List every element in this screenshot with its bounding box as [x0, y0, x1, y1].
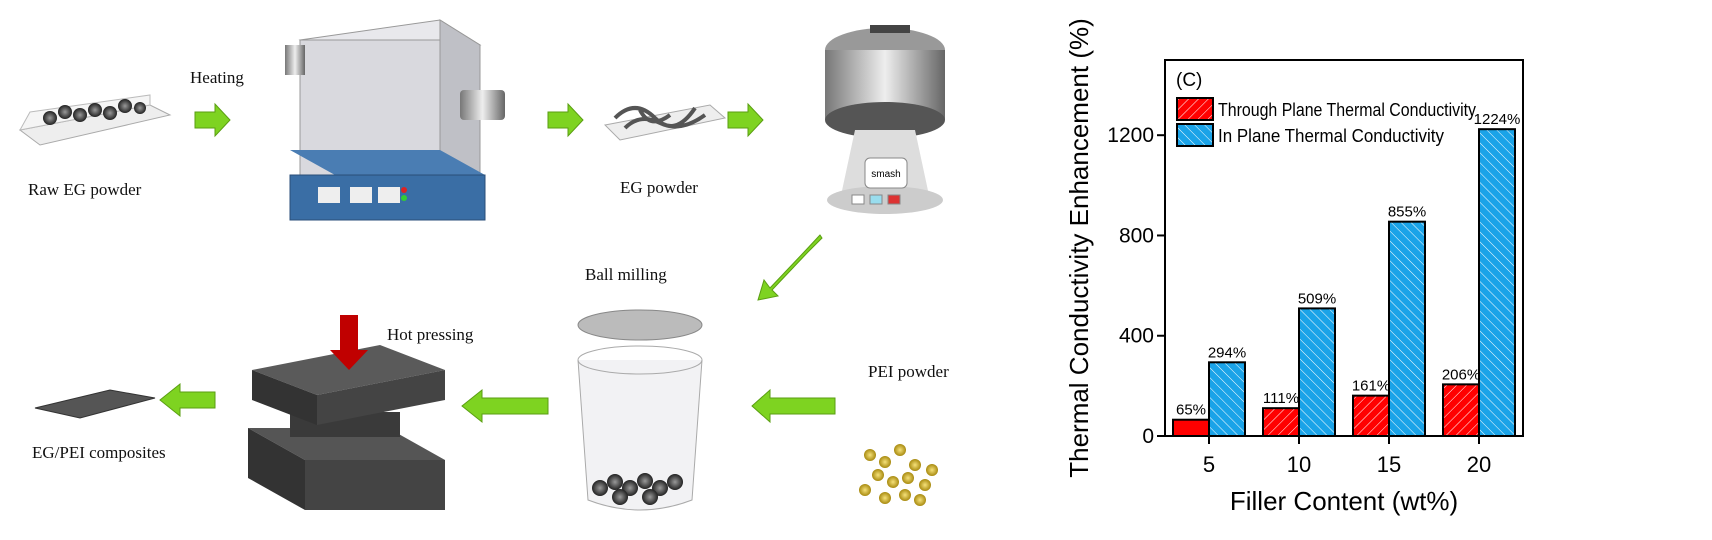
arrow-icon [751, 388, 836, 424]
data-label: 509% [1298, 290, 1336, 307]
raw-eg-tray-icon [18, 94, 172, 146]
bar-through-plane [1352, 394, 1390, 438]
bar-in-plane [1208, 361, 1246, 437]
pei-powder-icon [859, 444, 938, 506]
bar-chart: 0 400 800 1200 5 10 15 20 65% 111% 161% 206% 294% 509… [1064, 18, 1524, 516]
data-label: 161% [1352, 378, 1390, 395]
y-tick-label: 1200 [1107, 124, 1154, 147]
hot-press-icon [248, 315, 445, 510]
plot-frame [1164, 59, 1524, 437]
arrow-icon [547, 102, 584, 138]
data-label: 206% [1442, 366, 1480, 383]
x-tick-label: 5 [1203, 452, 1215, 477]
arrow-icon [461, 388, 549, 424]
arrow-icon [757, 234, 823, 301]
flow-arrows [159, 102, 836, 424]
bar-in-plane [1388, 220, 1426, 437]
x-tick-label: 20 [1467, 452, 1491, 477]
data-label: 65% [1176, 402, 1206, 419]
bar-through-plane [1172, 418, 1210, 437]
y-tick-label: 800 [1119, 224, 1154, 247]
bar-through-plane [1442, 383, 1480, 438]
heating-label: Heating [190, 68, 244, 87]
smash-label: smash [871, 169, 900, 180]
y-axis-label: Thermal Conductivity Enhancement (%) [1064, 18, 1094, 478]
y-tick-label: 0 [1142, 425, 1154, 448]
x-tick-label: 10 [1287, 452, 1311, 477]
ball-mill-jar-icon [577, 309, 703, 511]
legend-swatch-through-plane [1176, 97, 1214, 121]
legend-swatch-in-plane [1176, 123, 1214, 147]
x-tick-label: 15 [1377, 452, 1401, 477]
data-label: 1224% [1474, 111, 1521, 128]
data-label: 294% [1208, 344, 1246, 361]
pei-powder-label: PEI powder [868, 362, 949, 381]
tube-furnace-icon [285, 19, 505, 221]
x-axis-label: Filler Content (wt%) [1230, 486, 1458, 516]
arrow-icon [194, 102, 231, 138]
bar-in-plane [1478, 128, 1516, 438]
data-label: 855% [1388, 204, 1426, 221]
ball-milling-label: Ball milling [585, 265, 667, 284]
grinder-icon: smash [825, 25, 945, 214]
composites-label: EG/PEI composites [32, 443, 166, 462]
legend-label-through-plane: Through Plane Thermal Conductivity [1218, 100, 1476, 120]
panel-label: (C) [1176, 70, 1202, 91]
bar-through-plane [1262, 407, 1300, 437]
process-diagram: smash [18, 19, 945, 511]
raw-eg-powder-label: Raw EG powder [28, 180, 142, 199]
y-tick-label: 400 [1119, 325, 1154, 348]
bar-in-plane [1298, 307, 1336, 438]
legend-label-in-plane: In Plane Thermal Conductivity [1218, 126, 1444, 146]
hot-pressing-label: Hot pressing [387, 325, 474, 344]
eg-powder-label: EG powder [620, 178, 698, 197]
arrow-icon [727, 102, 764, 138]
composite-sheet-icon [34, 389, 156, 419]
press-arrow-icon [330, 315, 368, 370]
arrow-icon [159, 382, 216, 418]
data-label: 111% [1263, 390, 1299, 407]
eg-powder-tray-icon [603, 104, 727, 141]
